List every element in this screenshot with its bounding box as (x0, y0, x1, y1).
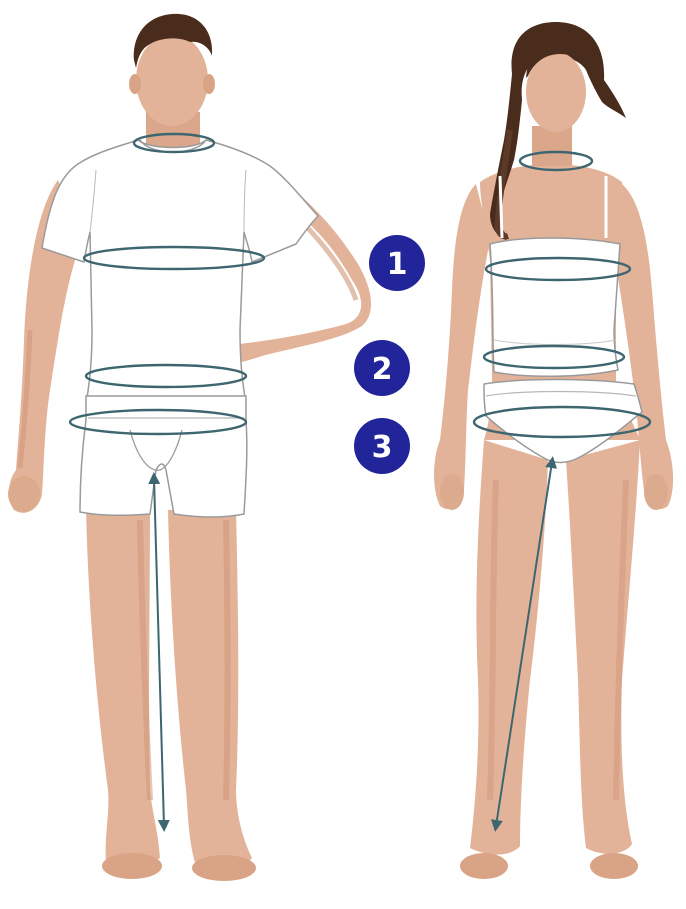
badge-waist: 2 (354, 340, 410, 396)
badge-waist-number: 2 (372, 352, 393, 387)
badge-chest-number: 1 (387, 247, 408, 282)
woman-figure (434, 22, 673, 879)
man-head (129, 14, 215, 126)
measurement-badges: 1 2 3 (354, 235, 425, 474)
man-figure (8, 14, 371, 881)
badge-chest: 1 (369, 235, 425, 291)
badge-hips: 3 (354, 418, 410, 474)
man-inseam-arrow (154, 478, 164, 826)
man-legs (86, 508, 256, 881)
badge-hips-number: 3 (372, 430, 393, 465)
woman-neck (532, 126, 572, 166)
woman-legs (460, 440, 640, 879)
woman-head (526, 38, 590, 132)
